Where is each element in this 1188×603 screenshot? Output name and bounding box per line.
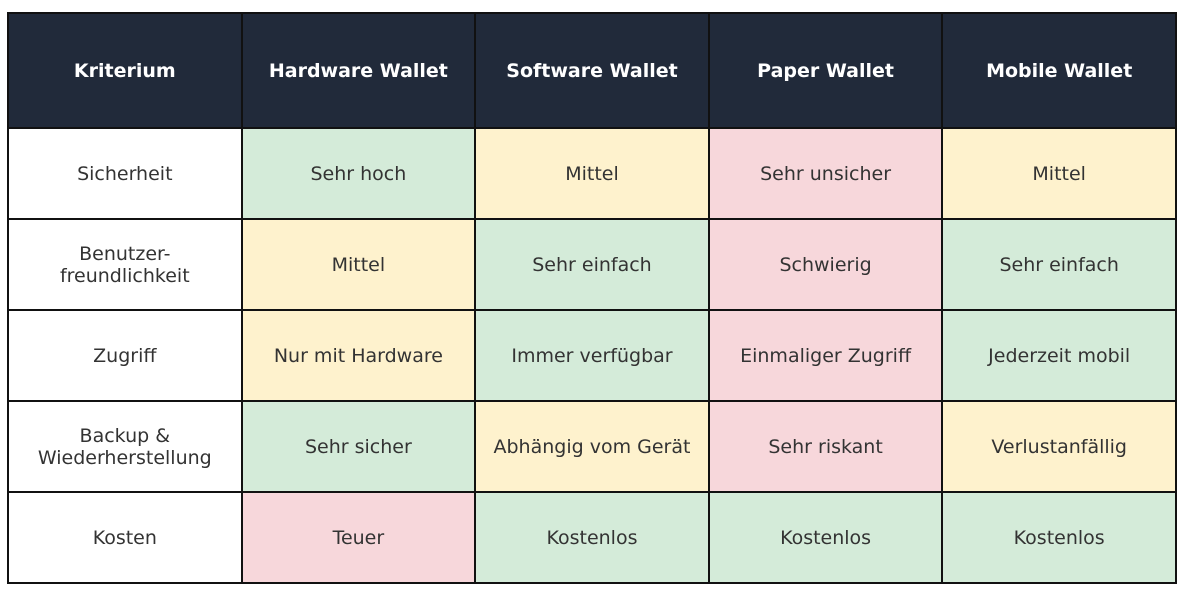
column-header: Mobile Wallet [941,12,1177,129]
rating-cell: Einmaliger Zugriff [707,309,944,402]
rating-cell: Mittel [941,127,1177,220]
column-header: Software Wallet [474,12,710,129]
rating-cell: Kostenlos [474,491,710,584]
criterion-cell: Backup & Wiederherstellung [7,400,243,493]
rating-cell: Sehr sicher [240,400,477,493]
rating-cell: Sehr riskant [707,400,944,493]
rating-cell: Nur mit Hardware [240,309,477,402]
rating-cell: Kostenlos [707,491,944,584]
rating-cell: Sehr einfach [941,218,1177,311]
criterion-cell: Benutzer- freundlichkeit [7,218,243,311]
criterion-cell: Sicherheit [7,127,243,220]
rating-cell: Sehr einfach [474,218,710,311]
rating-cell: Sehr unsicher [707,127,944,220]
rating-cell: Verlustanfällig [941,400,1177,493]
rating-cell: Abhängig vom Gerät [474,400,710,493]
column-header: Paper Wallet [707,12,944,129]
rating-cell: Schwierig [707,218,944,311]
criterion-cell: Kosten [7,491,243,584]
rating-cell: Jederzeit mobil [941,309,1177,402]
rating-cell: Kostenlos [941,491,1177,584]
column-header: Kriterium [7,12,243,129]
rating-cell: Immer verfügbar [474,309,710,402]
rating-cell: Teuer [240,491,477,584]
criterion-cell: Zugriff [7,309,243,402]
rating-cell: Mittel [474,127,710,220]
column-header: Hardware Wallet [240,12,477,129]
rating-cell: Mittel [240,218,477,311]
rating-cell: Sehr hoch [240,127,477,220]
